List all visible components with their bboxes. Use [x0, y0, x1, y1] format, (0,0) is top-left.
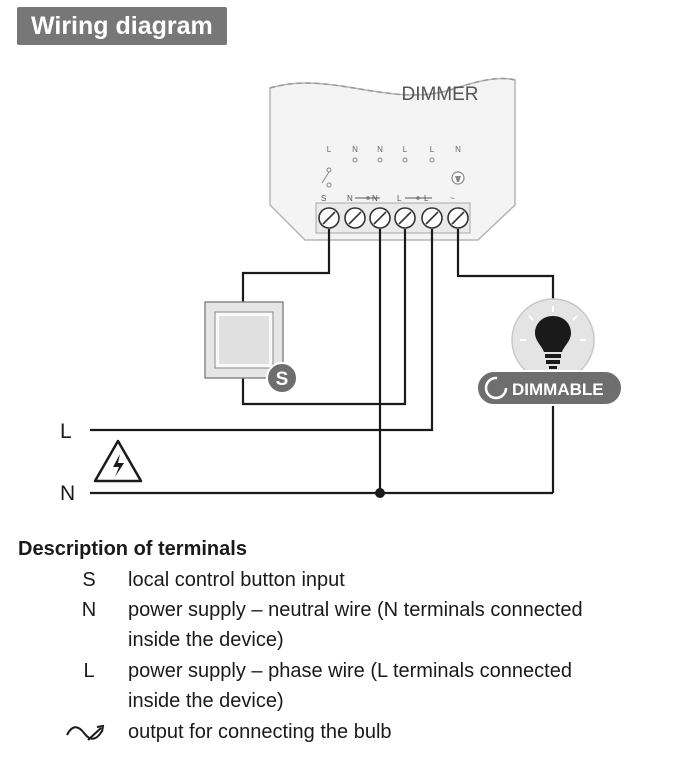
bulb-icon [511, 298, 595, 382]
description-title: Description of terminals [18, 538, 247, 560]
lamp-symbol-icon [451, 171, 465, 185]
terminal-slot [451, 211, 465, 225]
high-voltage-warning-icon [93, 439, 143, 483]
top-terminal-marker [377, 157, 383, 163]
terminal-label: S [321, 194, 326, 203]
neutral-junction [375, 488, 385, 498]
top-terminal-label: N [377, 145, 383, 154]
top-terminal-label: L [327, 145, 332, 154]
desc-text: inside the device) [128, 690, 284, 712]
terminal-slot [373, 211, 387, 225]
output-symbol-icon [66, 724, 105, 741]
neutral-line-label: N [60, 482, 75, 505]
terminal-label: L [424, 194, 429, 203]
svg-text:DIMMABLE: DIMMABLE [512, 380, 604, 399]
terminal-label: ~ [450, 194, 455, 203]
phase-line-label: L [60, 420, 72, 443]
contact-symbol-icon [321, 167, 332, 188]
section-header: Wiring diagram [17, 7, 227, 45]
terminal-label: L [397, 194, 402, 203]
svg-text:S: S [276, 369, 289, 390]
dimmer-device: DIMMER L N N L L N S N N L L ~ [269, 77, 516, 241]
switch-badge: S [266, 362, 298, 394]
top-terminal-label: L [403, 145, 408, 154]
desc-text: local control button input [128, 569, 345, 591]
desc-text: inside the device) [128, 629, 284, 651]
top-terminal-marker [352, 157, 358, 163]
top-terminal-marker [429, 157, 435, 163]
top-terminal-marker [402, 157, 408, 163]
terminal-slot [425, 211, 439, 225]
desc-text: power supply – neutral wire (N terminals… [128, 599, 583, 621]
wire-switch-l [241, 229, 407, 406]
terminal-slot [322, 211, 336, 225]
top-terminal-label: N [352, 145, 358, 154]
desc-symbol: L [83, 660, 95, 682]
top-terminal-label: L [430, 145, 435, 154]
device-name: DIMMER [401, 84, 478, 105]
terminal-label: N [347, 194, 353, 203]
wires [90, 229, 555, 495]
wire-s-switch [241, 229, 331, 302]
terminal-slot [348, 211, 362, 225]
terminal-slot [398, 211, 412, 225]
wire-output-bulb [456, 229, 555, 300]
terminal-label: N [372, 194, 378, 203]
wiring-diagram: DIMMER L N N L L N S N N L L ~ [60, 77, 623, 505]
desc-symbol: N [81, 599, 97, 621]
top-terminal-label: N [455, 145, 461, 154]
wire-phase-l [90, 229, 434, 432]
desc-text: output for connecting the bulb [128, 721, 392, 743]
wall-switch-icon [204, 301, 284, 379]
desc-text: power supply – phase wire (L terminals c… [128, 660, 572, 682]
dimmable-badge: DIMMABLE [476, 370, 623, 406]
desc-symbol: S [82, 569, 96, 591]
